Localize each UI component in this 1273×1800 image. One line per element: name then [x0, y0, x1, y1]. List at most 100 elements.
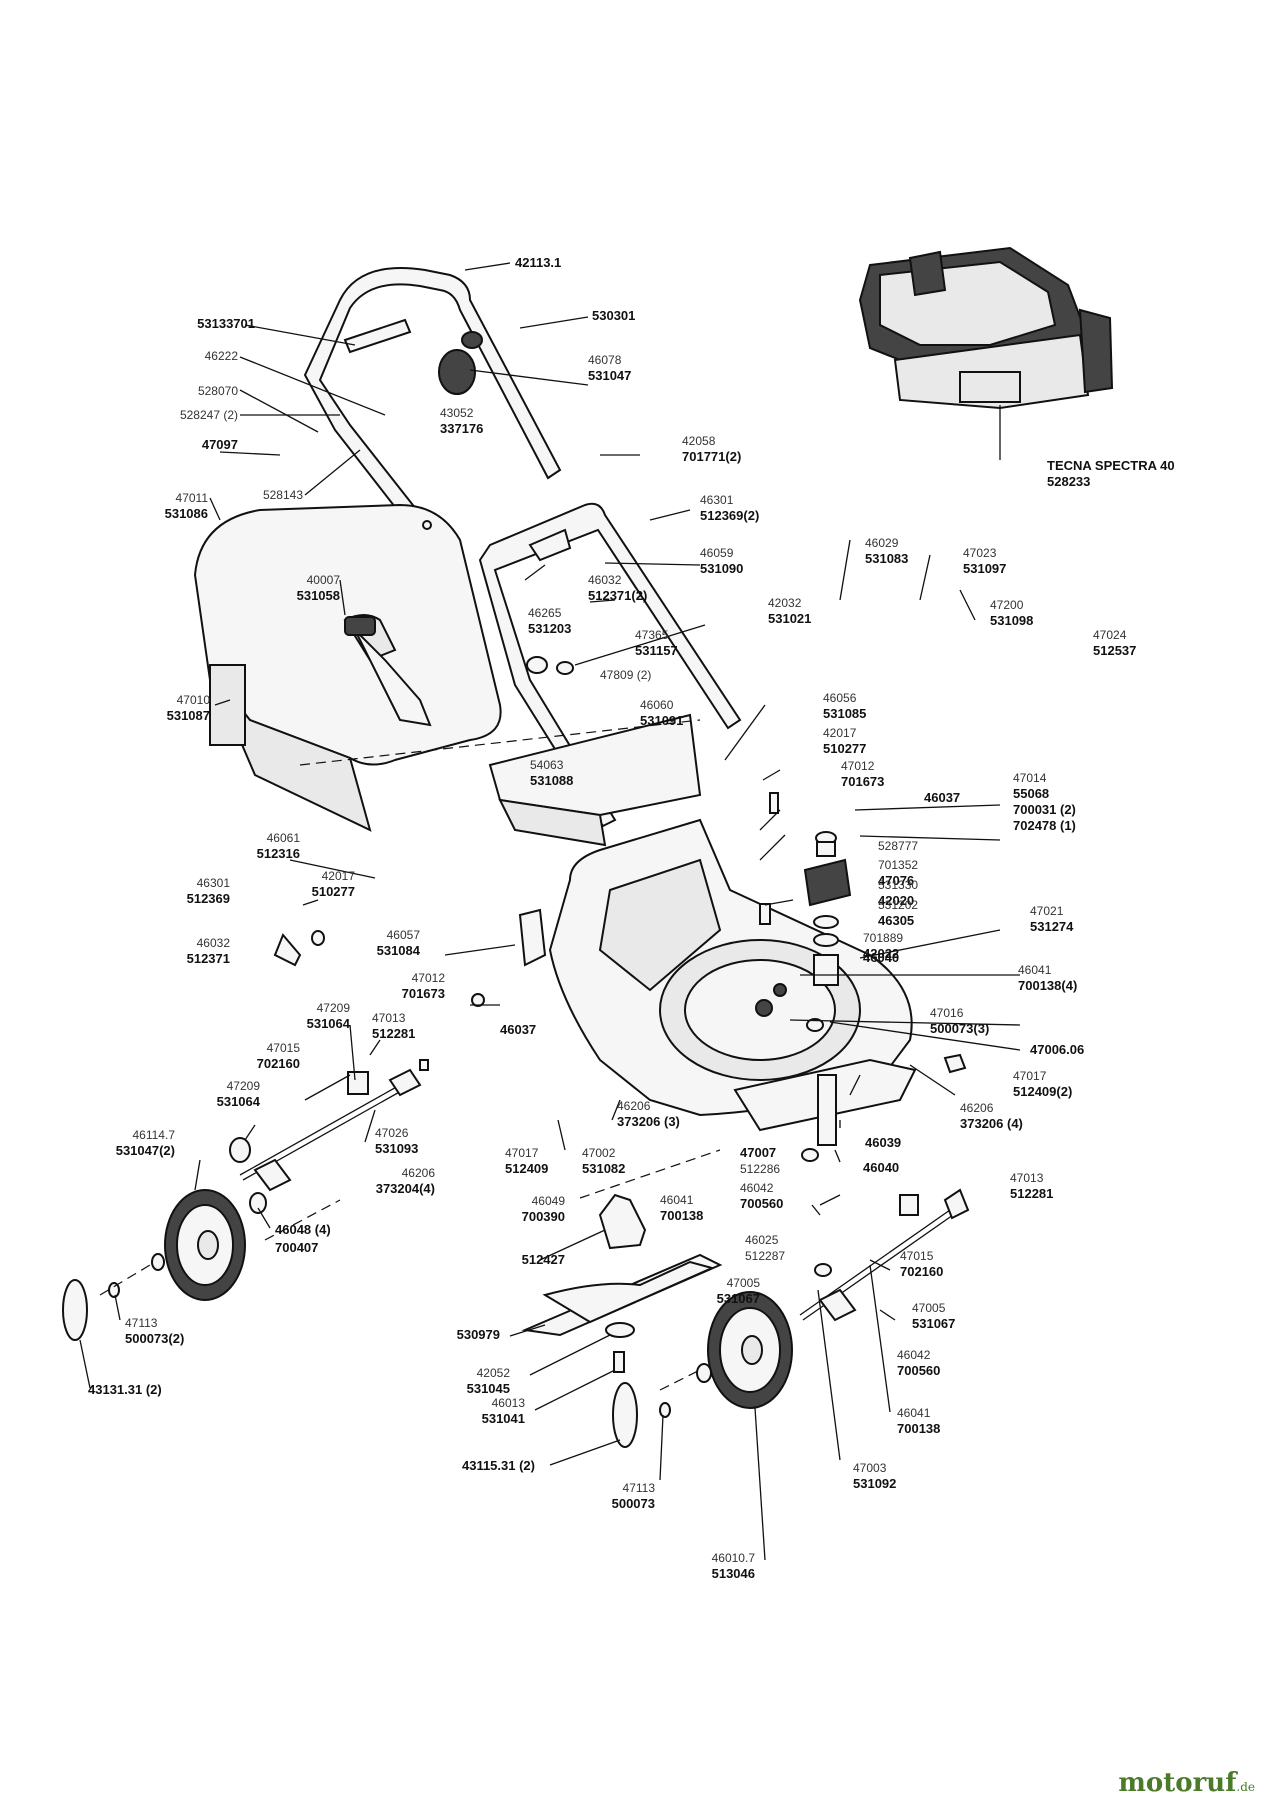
- part-label: 700407: [275, 1240, 319, 1255]
- part-label: 46039: [865, 1135, 902, 1150]
- part-label: 43115.31 (2): [461, 1458, 535, 1473]
- small-parts: [273, 520, 967, 1277]
- rear-wheel-left: [62, 1189, 267, 1341]
- part-label: 46037: [500, 1022, 537, 1037]
- part-label: 528777: [878, 839, 919, 853]
- part-label: 53133701: [197, 316, 255, 331]
- engine-number: 528233: [1047, 474, 1091, 489]
- part-label: 46040: [863, 1160, 900, 1175]
- part-label: 43131.31 (2): [88, 1382, 162, 1397]
- part-label: 46040: [863, 950, 900, 965]
- part-label: 47007: [740, 1145, 777, 1160]
- part-label: 530979: [456, 1327, 500, 1342]
- part-label: 46222: [204, 349, 238, 363]
- part-label: 42113.1: [515, 255, 562, 270]
- part-label: 530301: [592, 308, 636, 323]
- part-label: 528247 (2): [179, 408, 238, 422]
- watermark-brand: motoruf: [1118, 1768, 1237, 1798]
- discharge-flap: [488, 713, 702, 847]
- part-label: 528070: [197, 384, 238, 398]
- watermark-suffix: .de: [1236, 1780, 1255, 1794]
- assembly-lines: [99, 719, 721, 1391]
- part-label: 47006.06: [1030, 1042, 1085, 1057]
- front-wheel-right: [612, 1188, 970, 1448]
- grass-bag: [193, 503, 502, 832]
- blade-assembly: [521, 1193, 723, 1373]
- upper-handle: [303, 267, 562, 577]
- part-label: 46048 (4): [275, 1222, 331, 1237]
- height-adjuster: [803, 831, 852, 1146]
- part-label: 512286: [740, 1162, 781, 1176]
- site-watermark: motoruf.de: [1118, 1768, 1255, 1798]
- part-label: 700031 (2): [1013, 802, 1076, 817]
- part-label: 512287: [745, 1249, 786, 1263]
- leader-lines: [79, 262, 1021, 1561]
- rear-axle: [229, 1059, 429, 1192]
- part-label: 47809 (2): [600, 668, 652, 682]
- part-label: 47097: [201, 437, 238, 452]
- engine-name: TECNA SPECTRA 40: [1047, 458, 1175, 473]
- engine-label: TECNA SPECTRA 40 528233: [1047, 458, 1175, 490]
- lower-handle: [478, 502, 742, 828]
- part-label: 46037: [924, 790, 961, 805]
- part-label: 46025: [745, 1233, 779, 1247]
- part-label: 512427: [521, 1252, 565, 1267]
